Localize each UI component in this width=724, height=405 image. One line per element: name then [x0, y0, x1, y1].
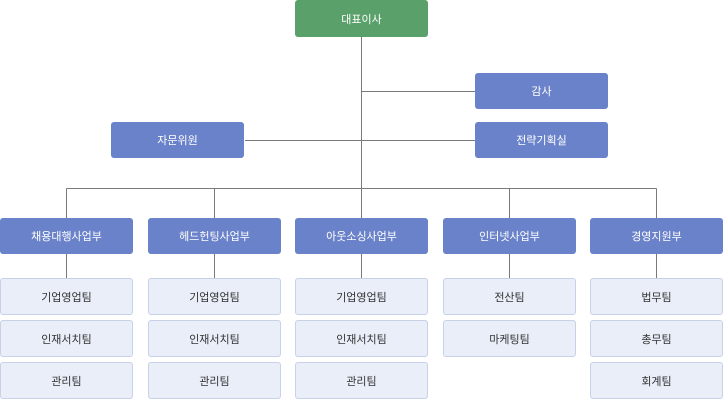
team-box: 인재서치팀: [0, 320, 133, 357]
team-box: 관리팀: [295, 362, 428, 399]
team-box: 인재서치팀: [148, 320, 281, 357]
division-box: 채용대행사업부: [0, 218, 133, 254]
team-box: 관리팀: [0, 362, 133, 399]
team-box: 기업영업팀: [295, 278, 428, 315]
division-box: 경영지원부: [590, 218, 723, 254]
advisory-box: 자문위원: [111, 122, 244, 158]
audit-box: 감사: [475, 73, 608, 109]
team-box: 기업영업팀: [0, 278, 133, 315]
team-box: 관리팀: [148, 362, 281, 399]
ceo-box: 대표이사: [295, 0, 428, 37]
team-box: 총무팀: [590, 320, 723, 357]
team-box: 법무팀: [590, 278, 723, 315]
team-box: 기업영업팀: [148, 278, 281, 315]
division-box: 아웃소싱사업부: [295, 218, 428, 254]
team-box: 인재서치팀: [295, 320, 428, 357]
division-box: 헤드헌팅사업부: [148, 218, 281, 254]
strategy-box: 전략기획실: [475, 122, 608, 158]
team-box: 회계팀: [590, 362, 723, 399]
division-box: 인터넷사업부: [443, 218, 576, 254]
team-box: 마케팅팀: [443, 320, 576, 357]
team-box: 전산팀: [443, 278, 576, 315]
